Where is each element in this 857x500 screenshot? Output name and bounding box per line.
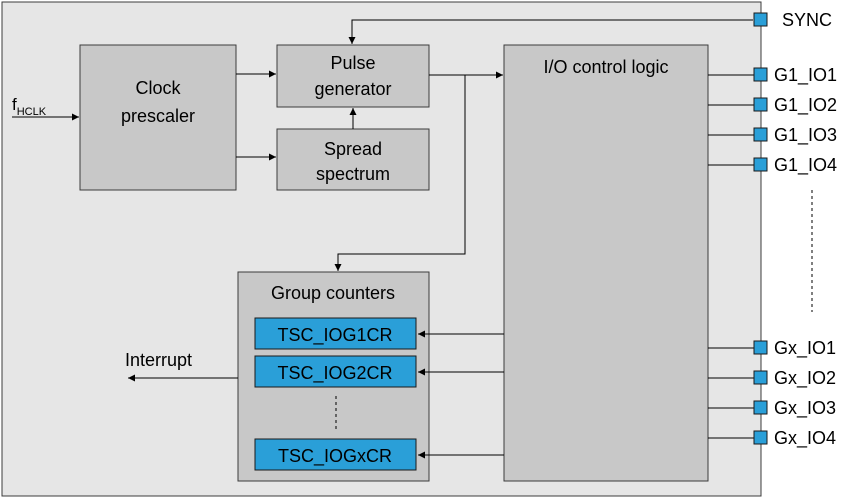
- g1-io2-label: G1_IO2: [774, 95, 837, 116]
- sync-pin: [753, 12, 768, 27]
- sync-to-pulse-arrow: [348, 19, 753, 44]
- gx-io2-pin: [753, 370, 768, 385]
- spread-spectrum-block: Spread spectrum: [276, 128, 430, 191]
- io-control-logic-label: I/O control logic: [543, 57, 668, 77]
- register-label: TSC_IOGxCR: [278, 446, 392, 467]
- register-label: TSC_IOG2CR: [277, 363, 392, 384]
- group-counters-label: Group counters: [271, 283, 395, 303]
- gx-io1-pin: [753, 340, 768, 355]
- pulse-generator-block: Pulse generator: [276, 44, 430, 108]
- pulse-to-counters-arrow: [334, 75, 466, 271]
- register-tsc-iog2cr: TSC_IOG2CR: [254, 355, 417, 388]
- interrupt-label: Interrupt: [125, 350, 192, 370]
- g1-io3-pin: [753, 127, 768, 142]
- clock-prescaler-line1: Clock: [135, 78, 181, 98]
- g1-io3-label: G1_IO3: [774, 125, 837, 146]
- register-tsc-iogxcr: TSC_IOGxCR: [254, 438, 417, 471]
- gx-io1-label: Gx_IO1: [774, 338, 836, 359]
- clock-prescaler-block: Clock prescaler: [79, 44, 237, 191]
- gx-io4-label: Gx_IO4: [774, 428, 836, 449]
- pulse-generator-line2: generator: [314, 79, 391, 99]
- spread-spectrum-line2: spectrum: [316, 164, 390, 184]
- gx-io4-pin: [753, 430, 768, 445]
- fhclk-label: fHCLK: [12, 95, 47, 118]
- register-label: TSC_IOG1CR: [277, 325, 392, 346]
- gx-io3-pin: [753, 400, 768, 415]
- gx-io3-label: Gx_IO3: [774, 398, 836, 419]
- g1-io1-pin: [753, 67, 768, 82]
- sync-label: SYNC: [782, 10, 832, 30]
- g1-io2-pin: [753, 97, 768, 112]
- g1-io1-label: G1_IO1: [774, 65, 837, 86]
- g1-io4-pin: [753, 157, 768, 172]
- pulse-generator-line1: Pulse: [330, 53, 375, 73]
- io-control-logic-block: I/O control logic: [503, 44, 709, 482]
- clock-prescaler-line2: prescaler: [121, 106, 195, 126]
- register-tsc-iog1cr: TSC_IOG1CR: [254, 317, 417, 350]
- spread-spectrum-line1: Spread: [324, 139, 382, 159]
- g1-io4-label: G1_IO4: [774, 155, 837, 176]
- gx-io2-label: Gx_IO2: [774, 368, 836, 389]
